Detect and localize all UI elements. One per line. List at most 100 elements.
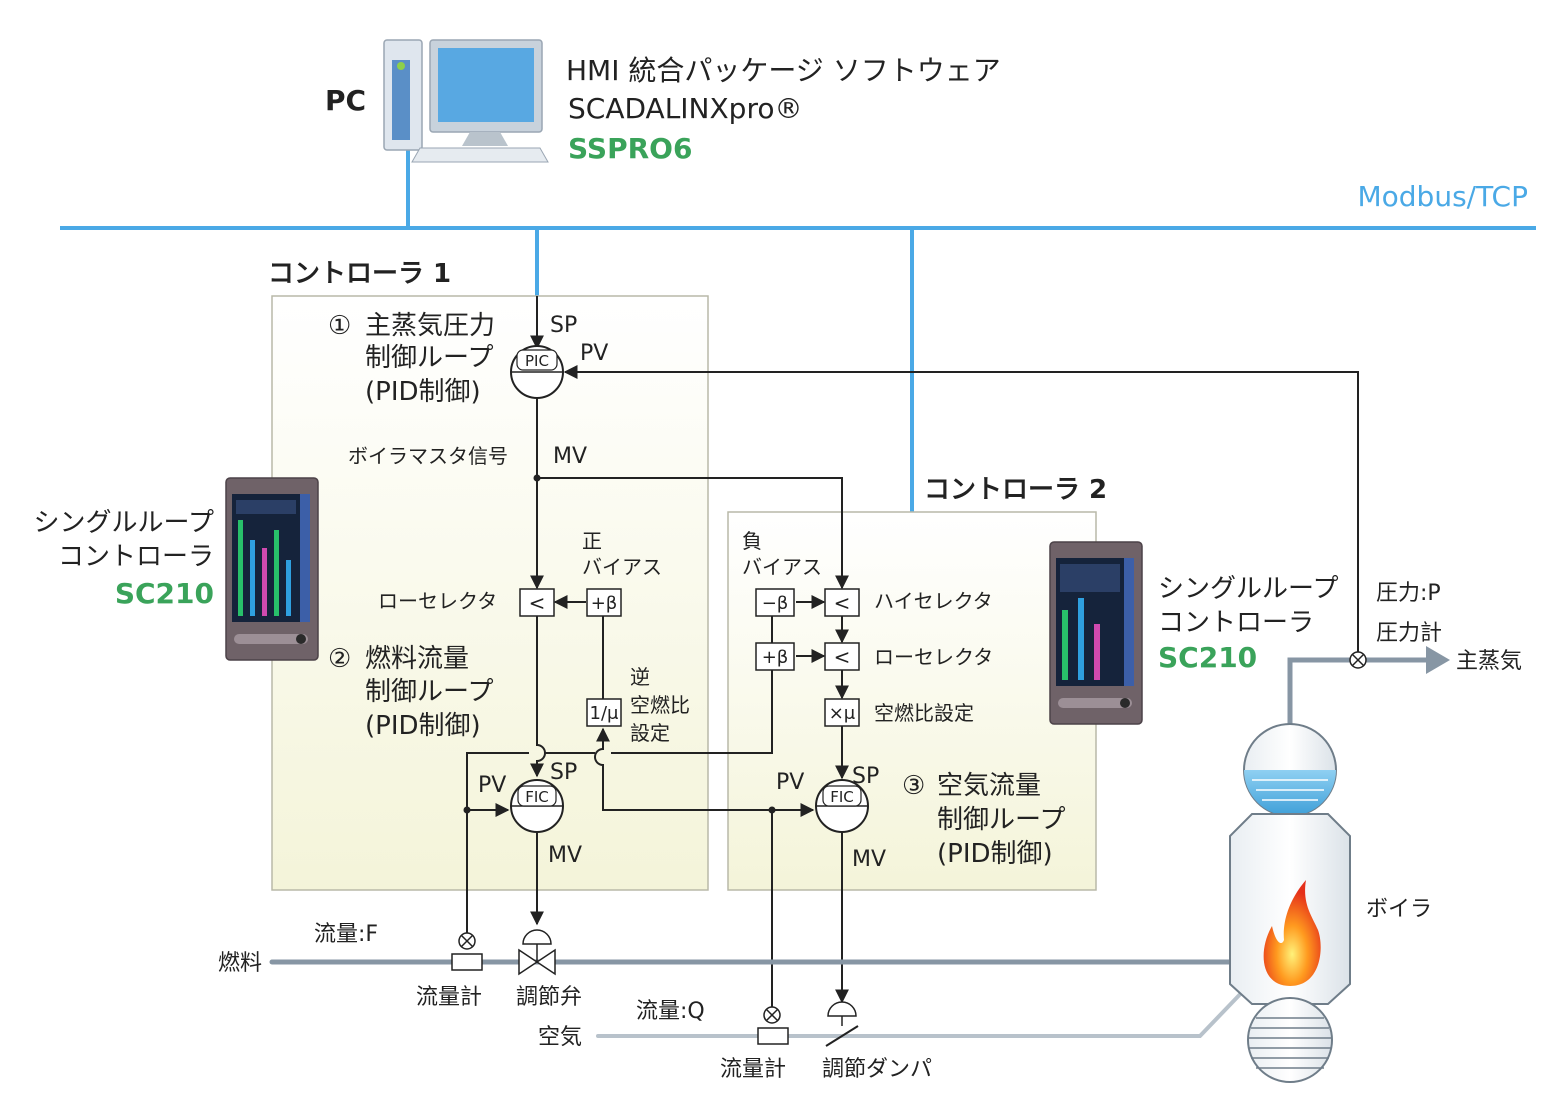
loop3-subtitle: 制御ループ [937, 805, 1065, 835]
loop1-number: ① [328, 311, 351, 341]
low-selector-symbol: < [529, 591, 546, 615]
loop1-subtitle: 制御ループ [365, 343, 493, 373]
junction-dot [768, 806, 776, 814]
sc210-device-right [1049, 541, 1143, 725]
loop2-subtitle: 制御ループ [365, 677, 493, 707]
control-valve-label: 調節弁 [516, 985, 582, 1010]
steam-pipe [1287, 657, 1435, 727]
software-line3: SSPRO6 [568, 132, 692, 165]
plus-beta-block-right [755, 642, 795, 671]
junction-dot [533, 474, 541, 482]
mv-label: MV [553, 444, 587, 469]
fic1-controller: FIC [510, 779, 564, 833]
plus-beta-block-left [586, 588, 622, 617]
network-label: Modbus/TCP [1357, 180, 1528, 213]
fuel-label: 燃料 [218, 951, 262, 976]
flow-q-label: 流量:Q [636, 999, 705, 1024]
loop2-type: (PID制御) [365, 711, 481, 741]
low-selector-label: ローセレクタ [874, 645, 993, 669]
loop3-type: (PID制御) [937, 839, 1053, 869]
boiler-master-signal-label: ボイラマスタ信号 [348, 444, 508, 468]
steam-arrow [1426, 646, 1450, 674]
high-selector-symbol: < [834, 591, 851, 615]
low-selector-block-2 [824, 642, 860, 671]
controller2-panel [727, 511, 1097, 891]
device-right-type: コントローラ [1158, 608, 1314, 638]
fic1-label: FIC [525, 788, 549, 806]
fuel-flowmeter [451, 932, 483, 971]
mv-label: MV [548, 843, 582, 868]
pv-label: PV [776, 770, 804, 795]
inv-mu-symbol: 1/μ [590, 703, 620, 724]
software-line1: HMI 統合パッケージ ソフトウェア [566, 54, 1001, 87]
sp-label: SP [550, 760, 577, 785]
pc-label: PC [325, 84, 366, 117]
times-mu-block [824, 698, 860, 727]
mv-label: MV [852, 847, 886, 872]
air-label: 空気 [538, 1025, 582, 1050]
high-selector-block [824, 588, 860, 617]
pressure-gauge-label: 圧力計 [1376, 621, 1442, 646]
junction-dot [463, 806, 471, 814]
loop2-number: ② [328, 644, 351, 674]
loop1-title: 主蒸気圧力 [365, 311, 495, 341]
flowmeter-label: 流量計 [720, 1057, 786, 1082]
pic-label: PIC [525, 352, 549, 370]
plus-beta-symbol: +β [591, 593, 618, 614]
pv-label: PV [478, 773, 506, 798]
pressure-gauge-icon [1349, 651, 1367, 669]
main-steam-label: 主蒸気 [1456, 649, 1522, 674]
boiler-icon [1229, 723, 1351, 1083]
air-flowmeter [757, 1006, 789, 1045]
air-pipe [596, 984, 1250, 1038]
minus-beta-symbol: −β [762, 593, 789, 614]
low-selector-label: ローセレクタ [378, 589, 497, 613]
inverse-ratio-label: 設定 [630, 721, 670, 745]
pressure-p-label: 圧力:P [1376, 581, 1441, 606]
pc-icon [383, 39, 549, 163]
low-selector-symbol: < [834, 645, 851, 669]
controller2-label: コントローラ 2 [924, 475, 1107, 505]
pv-label: PV [580, 341, 608, 366]
software-line2: SCADALINXpro® [568, 92, 803, 125]
device-left-type: シングルループ [34, 508, 214, 538]
loop3-title: 空気流量 [937, 771, 1041, 801]
low-selector-block-1 [519, 588, 555, 617]
negative-bias-label: バイアス [742, 555, 822, 579]
device-left-model: SC210 [115, 577, 214, 610]
control-damper-icon [825, 1001, 859, 1047]
device-right-type: シングルループ [1158, 574, 1338, 604]
control-valve-icon [518, 929, 556, 976]
plus-beta-symbol: +β [762, 647, 789, 668]
loop1-type: (PID制御) [365, 377, 481, 407]
positive-bias-label: 正 [582, 529, 602, 553]
high-selector-label: ハイセレクタ [874, 589, 993, 613]
inverse-ratio-label: 逆 [630, 665, 650, 689]
fic2-label: FIC [830, 788, 854, 806]
pipes [269, 657, 1435, 1038]
device-right-model: SC210 [1158, 641, 1257, 674]
sp-label: SP [852, 764, 879, 789]
controller1-label: コントローラ 1 [268, 259, 451, 289]
loop2-title: 燃料流量 [365, 644, 469, 674]
minus-beta-block [755, 588, 795, 617]
device-left-type: コントローラ [58, 542, 214, 572]
boiler-label: ボイラ [1366, 897, 1432, 922]
sc210-device-left [225, 477, 319, 661]
times-mu-symbol: ×μ [829, 703, 856, 724]
fic2-controller: FIC [815, 779, 869, 833]
control-damper-label: 調節ダンパ [822, 1057, 932, 1082]
inverse-ratio-label: 空燃比 [630, 693, 690, 717]
sp-label: SP [550, 313, 577, 338]
ratio-setting-label: 空燃比設定 [874, 701, 974, 725]
negative-bias-label: 負 [742, 529, 762, 553]
flowmeter-label: 流量計 [416, 985, 482, 1010]
positive-bias-label: バイアス [582, 555, 662, 579]
network [60, 150, 1536, 512]
inv-mu-block [586, 698, 622, 727]
function-blocks [519, 588, 860, 727]
loop3-number: ③ [902, 771, 925, 801]
pic-controller: PIC [510, 345, 564, 399]
flow-f-label: 流量:F [314, 922, 378, 947]
